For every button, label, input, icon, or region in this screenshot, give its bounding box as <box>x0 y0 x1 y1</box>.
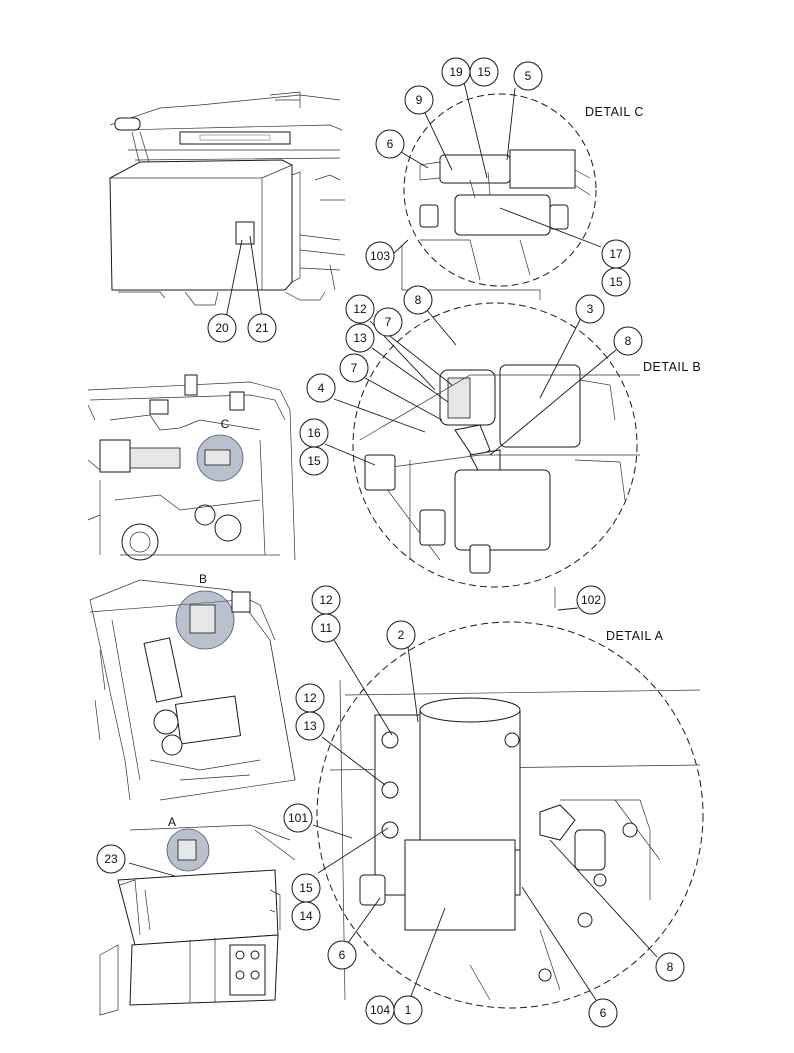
callout-8: 8 <box>403 285 433 315</box>
callout-15: 15 <box>299 446 329 476</box>
detail-c-title: DETAIL C <box>585 105 644 119</box>
callout-103: 103 <box>365 241 395 271</box>
callout-15: 15 <box>601 267 631 297</box>
callout-1: 1 <box>393 995 423 1025</box>
svg-text:5: 5 <box>525 69 532 83</box>
detail-a <box>316 621 704 1009</box>
callout-9: 9 <box>404 85 434 115</box>
svg-text:13: 13 <box>303 719 317 733</box>
svg-text:7: 7 <box>385 315 392 329</box>
view-marker-c: C <box>221 417 230 431</box>
callout-13: 13 <box>345 323 375 353</box>
svg-text:103: 103 <box>370 249 390 263</box>
detail-b-title: DETAIL B <box>643 360 701 374</box>
callout-17: 17 <box>601 239 631 269</box>
svg-text:15: 15 <box>477 65 491 79</box>
svg-text:23: 23 <box>104 852 118 866</box>
overview-cabinet-view <box>109 91 346 306</box>
svg-text:21: 21 <box>255 321 269 335</box>
svg-text:13: 13 <box>353 331 367 345</box>
callout-4: 4 <box>306 373 336 403</box>
svg-text:4: 4 <box>318 381 325 395</box>
callout-8: 8 <box>655 952 685 982</box>
svg-text:9: 9 <box>416 93 423 107</box>
svg-text:15: 15 <box>307 454 321 468</box>
callout-6: 6 <box>375 129 405 159</box>
callout-3: 3 <box>575 294 605 324</box>
callout-15: 15 <box>469 57 499 87</box>
svg-text:17: 17 <box>609 247 623 261</box>
detail-b <box>352 302 640 588</box>
leader-lines <box>128 81 658 1001</box>
callout-20: 20 <box>207 313 237 343</box>
callout-12: 12 <box>345 294 375 324</box>
svg-text:7: 7 <box>351 361 358 375</box>
callout-13: 13 <box>295 711 325 741</box>
svg-text:20: 20 <box>215 321 229 335</box>
svg-text:102: 102 <box>581 593 601 607</box>
overview-frame-view-b <box>89 579 296 801</box>
callout-5: 5 <box>513 61 543 91</box>
svg-text:6: 6 <box>339 948 346 962</box>
svg-text:1: 1 <box>405 1003 412 1017</box>
svg-text:8: 8 <box>625 334 632 348</box>
svg-text:12: 12 <box>303 691 317 705</box>
svg-text:12: 12 <box>353 302 367 316</box>
callout-102: 102 <box>576 585 606 615</box>
svg-text:14: 14 <box>299 909 313 923</box>
callout-8: 8 <box>613 326 643 356</box>
callout-16: 16 <box>299 418 329 448</box>
svg-text:104: 104 <box>370 1003 390 1017</box>
callout-7: 7 <box>373 307 403 337</box>
overview-engine-view-c <box>87 374 296 561</box>
callout-23: 23 <box>96 844 126 874</box>
svg-text:12: 12 <box>319 593 333 607</box>
callout-6: 6 <box>588 998 618 1028</box>
svg-text:6: 6 <box>600 1006 607 1020</box>
svg-text:6: 6 <box>387 137 394 151</box>
svg-text:15: 15 <box>299 881 313 895</box>
callout-19: 19 <box>441 57 471 87</box>
callout-21: 21 <box>247 313 277 343</box>
svg-text:2: 2 <box>398 628 405 642</box>
svg-text:15: 15 <box>609 275 623 289</box>
svg-text:8: 8 <box>667 960 674 974</box>
callout-104: 104 <box>365 995 395 1025</box>
callout-2: 2 <box>386 620 416 650</box>
detail-c-connector <box>401 245 541 300</box>
callout-101: 101 <box>283 803 313 833</box>
svg-text:11: 11 <box>320 621 333 635</box>
svg-text:16: 16 <box>307 426 321 440</box>
detail-a-title: DETAIL A <box>606 629 664 643</box>
callout-7: 7 <box>339 353 369 383</box>
svg-text:19: 19 <box>449 65 463 79</box>
detail-c <box>403 93 597 287</box>
svg-text:101: 101 <box>288 811 308 825</box>
callout-11: 11 <box>311 613 341 643</box>
svg-text:8: 8 <box>415 293 422 307</box>
overview-cabinet-view-a <box>99 824 296 1016</box>
callout-12: 12 <box>295 683 325 713</box>
callout-14: 14 <box>291 901 321 931</box>
callout-15: 15 <box>291 873 321 903</box>
callout-6: 6 <box>327 940 357 970</box>
callout-12: 12 <box>311 585 341 615</box>
callout-bubbles: 20 21 19 15 5 9 6 17 15 103 12 8 3 13 7 … <box>96 57 685 1028</box>
view-marker-b: B <box>199 572 207 586</box>
view-marker-a: A <box>168 815 176 829</box>
svg-text:3: 3 <box>587 302 594 316</box>
